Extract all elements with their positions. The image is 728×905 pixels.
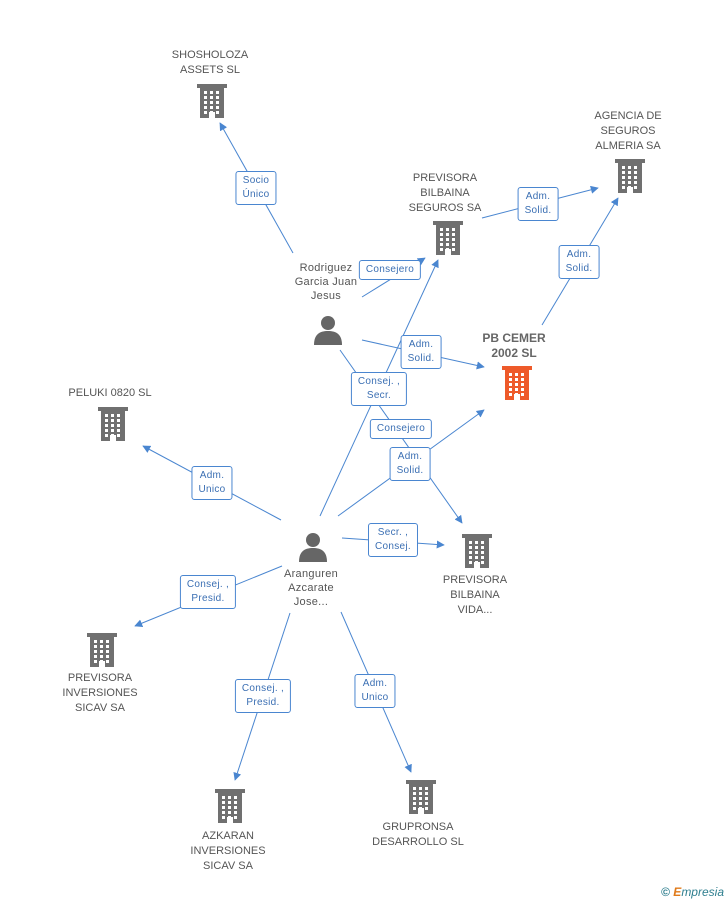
edge-label-e9[interactable]: Adm. Unico bbox=[191, 466, 233, 500]
edge-label-e13[interactable]: Adm. Unico bbox=[354, 674, 396, 708]
edge-label-e5[interactable]: Adm. Solid. bbox=[400, 335, 442, 369]
brand-initial: E bbox=[673, 885, 682, 899]
node-label-prev_inversiones[interactable]: PREVISORA INVERSIONES SICAV SA bbox=[62, 672, 138, 714]
building-icon-shosholoza[interactable] bbox=[197, 84, 227, 118]
building-icon-prev_bilbaina_seguros[interactable] bbox=[433, 221, 463, 255]
edge-label-e3[interactable]: Adm. Solid. bbox=[517, 187, 559, 221]
building-icon-prev_inversiones[interactable] bbox=[87, 633, 117, 667]
edge-label-e1[interactable]: Socio Único bbox=[235, 171, 277, 205]
node-label-azkaran[interactable]: AZKARAN INVERSIONES SICAV SA bbox=[190, 830, 266, 872]
edge-label-e2[interactable]: Consejero bbox=[358, 260, 422, 280]
building-icon-prev_bilbaina_vida[interactable] bbox=[462, 534, 492, 568]
node-label-prev_bilbaina_vida[interactable]: PREVISORA BILBAINA VIDA... bbox=[442, 574, 508, 616]
building-icon-peluki[interactable] bbox=[98, 407, 128, 441]
node-label-agencia[interactable]: AGENCIA DE SEGUROS ALMERIA SA bbox=[594, 110, 662, 152]
person-icon-rodriguez[interactable] bbox=[314, 316, 342, 345]
edge-label-e7[interactable]: Consej. , Secr. bbox=[350, 372, 408, 406]
edge-label-e10[interactable]: Secr. , Consej. bbox=[367, 523, 419, 557]
person-icon-aranguren[interactable] bbox=[299, 533, 327, 562]
edge-label-e12[interactable]: Consej. , Presid. bbox=[234, 679, 292, 713]
brand-watermark: © Empresia bbox=[661, 885, 724, 899]
node-label-shosholoza[interactable]: SHOSHOLOZA ASSETS SL bbox=[171, 49, 249, 76]
building-icon-pb_cemer[interactable] bbox=[502, 366, 532, 400]
edge-label-e11[interactable]: Consej. , Presid. bbox=[179, 575, 237, 609]
node-label-peluki[interactable]: PELUKI 0820 SL bbox=[68, 387, 152, 399]
edge-label-e6[interactable]: Consejero bbox=[369, 419, 433, 439]
edge-label-e4[interactable]: Adm. Solid. bbox=[558, 245, 600, 279]
copyright-symbol: © bbox=[661, 885, 670, 899]
node-label-pb_cemer[interactable]: PB CEMER 2002 SL bbox=[482, 331, 546, 360]
building-icon-agencia[interactable] bbox=[615, 159, 645, 193]
edge-label-e8[interactable]: Adm. Solid. bbox=[389, 447, 431, 481]
building-icon-azkaran[interactable] bbox=[215, 789, 245, 823]
node-label-grupronsa[interactable]: GRUPRONSA DESARROLLO SL bbox=[372, 821, 464, 848]
building-icon-grupronsa[interactable] bbox=[406, 780, 436, 814]
node-label-rodriguez[interactable]: Rodriguez Garcia Juan Jesus bbox=[294, 262, 358, 302]
node-label-prev_bilbaina_seguros[interactable]: PREVISORA BILBAINA SEGUROS SA bbox=[408, 172, 482, 214]
node-label-aranguren[interactable]: Aranguren Azcarate Jose... bbox=[283, 568, 339, 608]
brand-name: mpresia bbox=[681, 885, 724, 899]
